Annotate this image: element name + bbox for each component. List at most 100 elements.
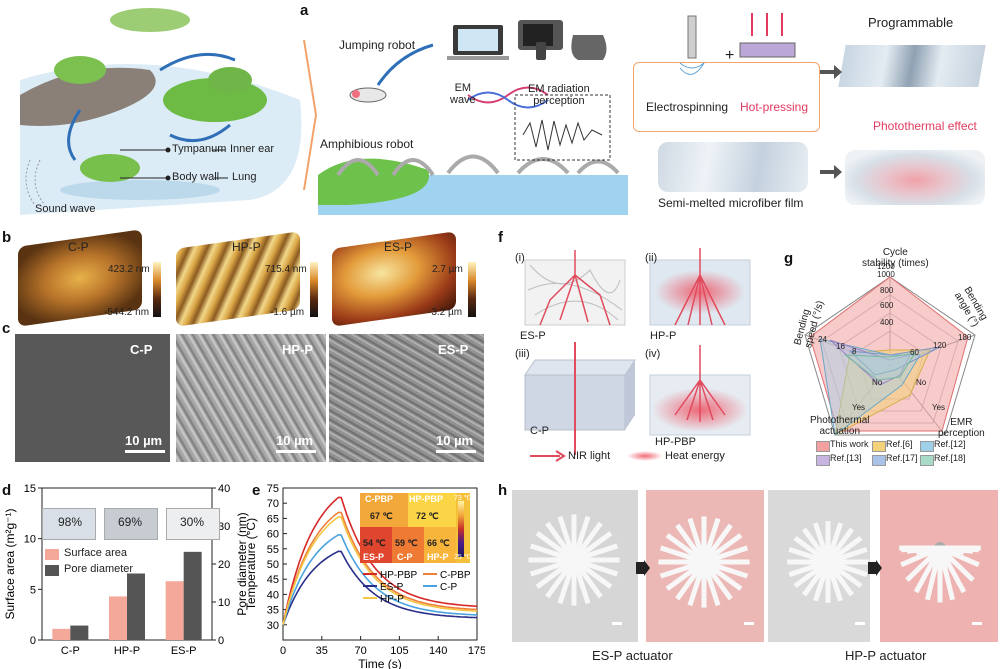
series-line-es-p xyxy=(282,550,478,626)
y2-axis-label-d: Pore diameter (nm) xyxy=(235,512,249,615)
g-emr-no: No xyxy=(916,378,927,387)
transparency-photo-esp xyxy=(166,508,220,540)
legend-label-e: C-P xyxy=(440,582,458,593)
y-tick-label-d: 10 xyxy=(24,534,36,546)
h-starburst-actuators xyxy=(528,514,982,625)
y-tick-label-e: 35 xyxy=(267,605,279,617)
sem-scale-esp: 10 µm xyxy=(436,433,474,448)
inset-label-cpbp: C-PBP xyxy=(365,494,394,504)
g-axis-cycle: Cycle stability (times) xyxy=(862,247,929,269)
thermal-cell-esp xyxy=(360,527,392,563)
g-legend-swatch-0 xyxy=(816,441,830,452)
f-legend-heat: Heat energy xyxy=(665,450,725,462)
sem-scalebar-cp xyxy=(125,450,165,453)
legend-label-e: ES-P xyxy=(380,582,404,593)
h-strip xyxy=(703,545,749,565)
g-legend-swatch-1 xyxy=(872,441,886,452)
g-angle-tick-180: 180 xyxy=(958,333,972,342)
robots-illustration xyxy=(318,20,628,215)
thermal-cell-cpbp xyxy=(360,493,408,527)
legend-swatch-pore xyxy=(45,565,59,576)
light-path-schematic xyxy=(524,248,751,462)
h-strip xyxy=(573,543,619,563)
sem-scalebar-hpp xyxy=(276,450,316,453)
label-tympanum: Tympanum xyxy=(172,143,227,155)
h-arrow-left xyxy=(636,560,650,576)
photothermal-film-image xyxy=(845,150,985,205)
h-scalebar xyxy=(612,622,622,625)
panel-label-d: d xyxy=(2,482,12,499)
sem-name-cp: C-P xyxy=(130,342,153,357)
y2-tick-label-d: 20 xyxy=(218,559,230,571)
y2-tick-label-d: 40 xyxy=(218,483,230,495)
panel-label-e: e xyxy=(252,482,261,499)
afm-name-cp: C-P xyxy=(68,240,89,254)
thermal-cell-cp xyxy=(392,527,424,563)
label-electrospinning: Electrospinning xyxy=(646,100,729,114)
f-sub-ii: (ii) xyxy=(645,252,658,264)
inset-label-hppbp: HP-PBP xyxy=(409,494,444,504)
y-tick-label-e: 55 xyxy=(267,544,279,556)
y-tick-label-e: 60 xyxy=(267,529,279,541)
afm-max-cp: 423.2 nm xyxy=(108,264,150,275)
legend-label-e: C-PBP xyxy=(440,570,471,581)
g-axis-emr: EMR perception xyxy=(938,417,985,439)
x-tick-label-d: ES-P xyxy=(171,645,197,657)
afm-max-hpp: 715.4 nm xyxy=(265,264,307,275)
h-scalebar xyxy=(855,622,865,625)
series-line-c-pbp xyxy=(282,511,478,625)
bar-pore-diameter xyxy=(127,573,145,640)
f-sub-i: (i) xyxy=(515,252,525,264)
f-name-esp: ES-P xyxy=(520,330,546,342)
x-tick-label-e: 70 xyxy=(354,645,366,657)
f-name-cp: C-P xyxy=(530,425,549,437)
afm-name-esp: ES-P xyxy=(384,240,413,254)
h-caption-esp: ES-P actuator xyxy=(592,648,673,663)
h-strip xyxy=(939,545,979,553)
y-tick-label-d: 15 xyxy=(24,483,36,495)
inset-temp-hppbp: 72 ℃ xyxy=(416,511,439,521)
afm-name-hpp: HP-P xyxy=(232,240,261,254)
afm-colorbar-cp xyxy=(153,262,161,317)
y-tick-label-e: 70 xyxy=(267,498,279,510)
label-hot-pressing: Hot-pressing xyxy=(740,100,809,114)
g-cycle-tick-600: 600 xyxy=(880,301,894,310)
x-tick-label-d: HP-P xyxy=(114,645,140,657)
panel-label-h: h xyxy=(498,482,508,499)
inset-label-esp: ES-P xyxy=(363,552,385,562)
g-legend-this-work: This work xyxy=(830,439,869,449)
x-tick-label-e: 0 xyxy=(280,645,286,657)
afm-colorbar-hpp xyxy=(310,262,318,317)
g-legend-swatch-3 xyxy=(816,455,830,466)
bar-surface-area xyxy=(109,596,127,640)
sem-name-esp: ES-P xyxy=(438,342,469,357)
h-strip xyxy=(827,547,868,565)
g-angle-tick-120: 120 xyxy=(933,341,947,350)
label-jumping-robot: Jumping robot xyxy=(339,38,416,52)
g-photo-no: No xyxy=(872,378,883,387)
inset-temp-esp: 54 ℃ xyxy=(363,538,386,548)
panel-label-b: b xyxy=(2,229,12,246)
transparency-photo-hpp xyxy=(104,508,158,540)
g-legend-swatch-2 xyxy=(920,441,934,452)
y-tick-label-e: 40 xyxy=(267,589,279,601)
x-tick-label-e: 105 xyxy=(390,645,408,657)
inset-scale-min: 25 ℃ xyxy=(454,554,472,561)
y-axis-label-e: Temperature (°C) xyxy=(245,518,258,610)
legend-label-e: HP-P xyxy=(380,594,404,605)
label-semi-melted: Semi-melted microfiber film xyxy=(658,196,804,210)
inset-temp-cpbp: 67 ℃ xyxy=(370,511,393,521)
legend-swatch-surface xyxy=(45,549,59,560)
sem-scale-hpp: 10 µm xyxy=(276,433,314,448)
g-angle-tick-60: 60 xyxy=(910,348,919,357)
g-legend-ref13: Ref.[13] xyxy=(830,453,862,463)
inset-temp-cp: 59 ℃ xyxy=(395,538,418,548)
fabrication-box xyxy=(633,62,820,132)
thermal-colorbar xyxy=(458,501,464,557)
thermal-inset xyxy=(360,493,470,563)
x-tick-label-e: 140 xyxy=(429,645,447,657)
legend-label-e: HP-PBP xyxy=(380,570,418,581)
g-cycle-tick-400: 400 xyxy=(880,318,894,327)
